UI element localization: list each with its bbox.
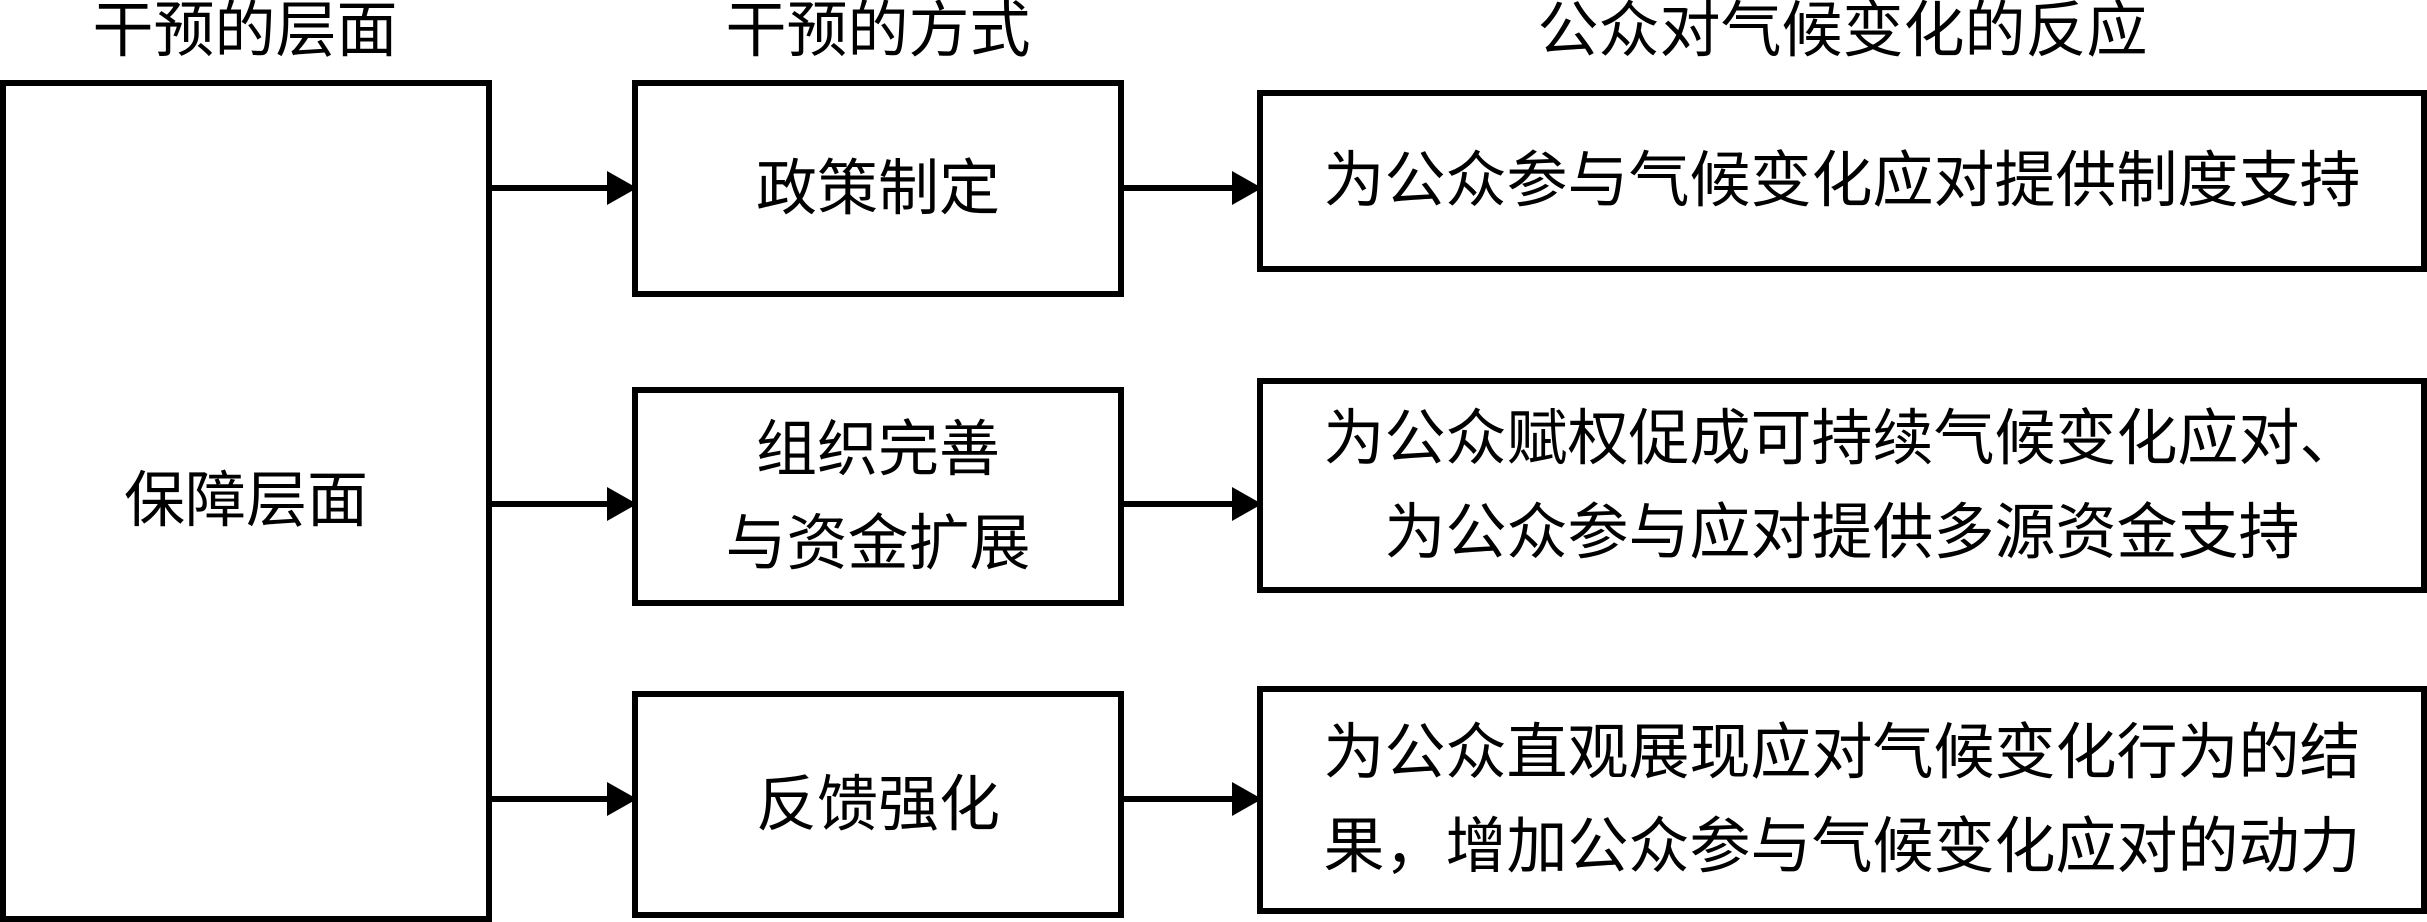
method-box-organization-funding: 组织完善 与资金扩展 bbox=[632, 387, 1124, 606]
response-box-text: 为公众赋权促成可持续气候变化应对、 bbox=[1323, 402, 2361, 474]
arrow-policy-to-response bbox=[1122, 171, 1262, 205]
response-box-institutional-support: 为公众参与气候变化应对提供制度支持 bbox=[1257, 90, 2427, 272]
header-intervention-level: 干预的层面 bbox=[92, 0, 398, 66]
response-box-text: 为公众参与气候变化应对提供制度支持 bbox=[1323, 145, 2361, 216]
level-box-label: 保障层面 bbox=[123, 465, 368, 536]
method-box-text: 与资金扩展 bbox=[725, 507, 1031, 579]
header-public-response: 公众对气候变化的反应 bbox=[1537, 0, 2148, 66]
arrow-feedback-to-response bbox=[1122, 782, 1262, 816]
response-box-text: 为公众参与应对提供多源资金支持 bbox=[1384, 496, 2300, 568]
arrow-organization-to-response bbox=[1122, 487, 1262, 521]
arrow-level-to-feedback bbox=[490, 782, 637, 816]
level-box-guarantee: 保障层面 bbox=[0, 80, 492, 922]
header-intervention-method: 干预的方式 bbox=[725, 0, 1031, 66]
method-box-policy: 政策制定 bbox=[632, 80, 1124, 297]
method-box-feedback: 反馈强化 bbox=[632, 691, 1124, 918]
response-box-motivation: 为公众直观展现应对气候变化行为的结 果，增加公众参与气候变化应对的动力 bbox=[1257, 686, 2427, 914]
arrow-level-to-policy bbox=[490, 171, 637, 205]
method-box-text: 政策制定 bbox=[755, 152, 1000, 224]
method-box-text: 反馈强化 bbox=[755, 768, 1000, 840]
arrow-level-to-organization bbox=[490, 487, 637, 521]
response-box-text: 为公众直观展现应对气候变化行为的结 bbox=[1323, 717, 2361, 788]
method-box-text: 组织完善 bbox=[755, 413, 1000, 485]
response-box-empowerment-funding: 为公众赋权促成可持续气候变化应对、 为公众参与应对提供多源资金支持 bbox=[1257, 378, 2427, 593]
response-box-text: 果，增加公众参与气候变化应对的动力 bbox=[1323, 811, 2361, 882]
